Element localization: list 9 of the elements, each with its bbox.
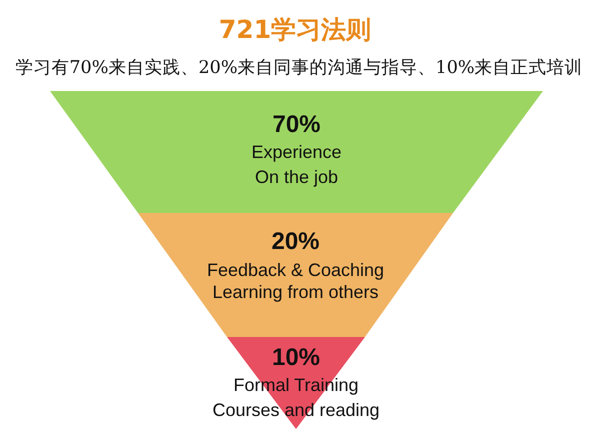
band-description: Learning from others [212,283,379,301]
title: 721学习法则 [218,17,372,42]
percentage: 70% [272,113,321,137]
subtitle: 学习有70%来自实践、20%来自同事的沟通与指导、10%来自正式培训 [15,60,583,78]
band-heading: Experience [251,143,342,161]
band-description: On the job [254,168,338,186]
percentage: 10% [272,346,320,370]
percentage: 20% [271,230,320,254]
band-heading: Feedback & Coaching [206,261,384,279]
